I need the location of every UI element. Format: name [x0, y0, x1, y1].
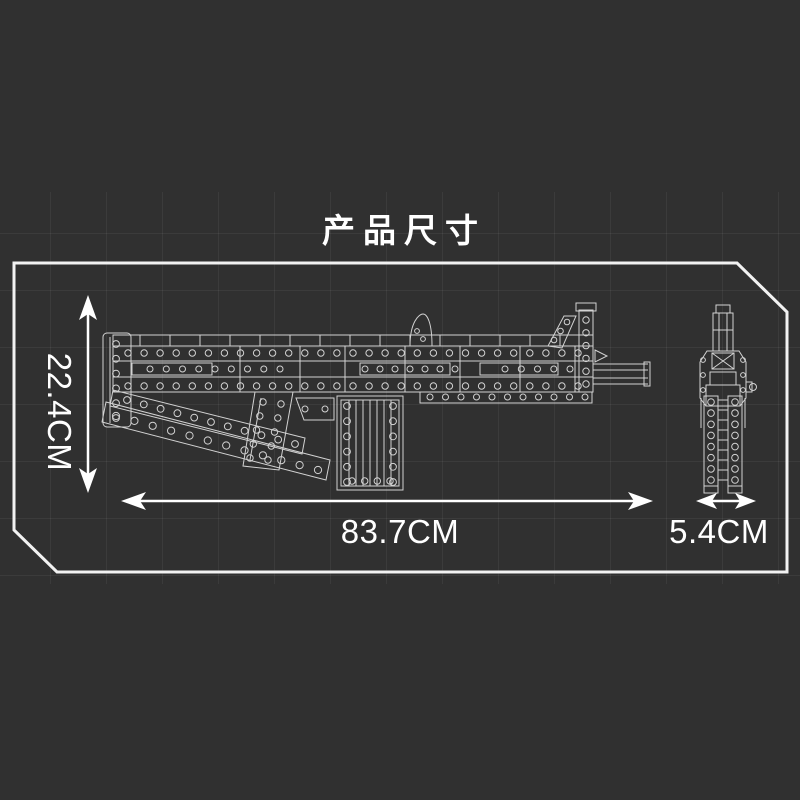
dimension-arrows: [79, 295, 756, 510]
length-dimension-label: 83.7CM: [340, 513, 460, 550]
width-dimension-arrow: [696, 493, 756, 509]
length-dimension-arrow: [121, 492, 653, 510]
width-dimension-label: 5.4CM: [669, 513, 769, 550]
page-title: 产品尺寸: [322, 212, 486, 249]
height-dimension-label: 22.4CM: [41, 352, 78, 472]
height-dimension-arrow: [79, 295, 97, 493]
dimension-panel-border: [12, 261, 789, 574]
rifle-front-view-drawing: [699, 304, 757, 494]
rifle-side-view-drawing: [101, 302, 651, 491]
